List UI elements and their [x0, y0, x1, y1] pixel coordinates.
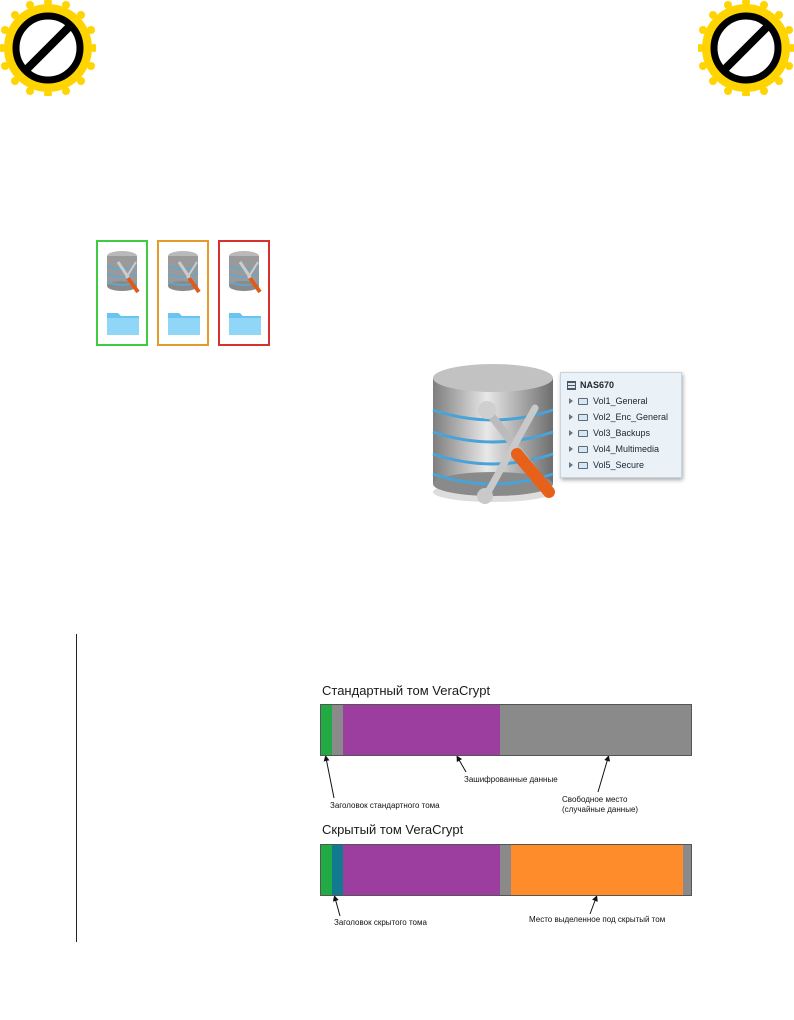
- free-space-label: Свободное место (случайные данные): [562, 795, 638, 815]
- standard-header-segment: [321, 845, 332, 895]
- free-space-segment: [500, 845, 511, 895]
- disclosure-triangle-icon[interactable]: [569, 430, 573, 436]
- hidden-volume-bar: [320, 844, 692, 896]
- free-space-label-line1: Свободное место: [562, 795, 628, 804]
- folder-icon: [168, 313, 200, 335]
- volume-label: Vol2_Enc_General: [593, 412, 669, 422]
- standard-arrows: [323, 756, 611, 799]
- hidden-volume-space-segment: [511, 845, 683, 895]
- database-tools-icon: [167, 251, 201, 294]
- disclosure-triangle-icon[interactable]: [569, 446, 573, 452]
- volume-item[interactable]: Vol4_Multimedia: [569, 443, 659, 455]
- folder-icon: [229, 313, 261, 335]
- free-space-tail-segment: [683, 845, 691, 895]
- volume-label: Vol1_General: [593, 396, 648, 406]
- standard-header-segment: [321, 705, 332, 755]
- disclosure-triangle-icon[interactable]: [569, 414, 573, 420]
- nas-header[interactable]: NAS670: [567, 379, 614, 391]
- no-sign-badge-icon: [698, 0, 794, 96]
- no-sign-badge-icon: [0, 0, 96, 96]
- nas-name: NAS670: [580, 380, 615, 390]
- drive-icon: [578, 397, 588, 405]
- volume-item[interactable]: Vol3_Backups: [569, 427, 650, 439]
- standard-volume-bar: [320, 704, 692, 756]
- arrow: [332, 896, 341, 917]
- disclosure-triangle-icon[interactable]: [569, 398, 573, 404]
- free-space-label-line2: (случайные данные): [562, 805, 639, 814]
- drive-tile-green[interactable]: [96, 240, 148, 346]
- drive-icon: [578, 461, 588, 469]
- database-tools-icon: [228, 251, 262, 294]
- arrow: [456, 756, 467, 773]
- volume-label: Vol3_Backups: [593, 428, 651, 438]
- drive-tile-red[interactable]: [218, 240, 270, 346]
- gap-segment: [332, 705, 343, 755]
- volume-item[interactable]: Vol5_Secure: [569, 459, 644, 471]
- hidden-header-label: Заголовок скрытого тома: [334, 918, 427, 927]
- volume-label: Vol4_Multimedia: [593, 444, 660, 454]
- volume-item[interactable]: Vol2_Enc_General: [569, 411, 668, 423]
- standard-volume-title: Стандартный том VeraCrypt: [322, 683, 491, 698]
- free-space-segment: [500, 705, 691, 755]
- volume-list-panel: NAS670 Vol1_General Vol2_Enc_General Vol…: [560, 372, 682, 478]
- margin-line: [76, 634, 77, 942]
- hidden-arrows: [332, 896, 598, 917]
- encrypted-data-segment: [343, 845, 500, 895]
- volume-label: Vol5_Secure: [593, 460, 645, 470]
- encrypted-data-label: Зашифрованные данные: [464, 775, 558, 784]
- server-icon: [567, 380, 576, 390]
- volume-item[interactable]: Vol1_General: [569, 395, 648, 407]
- folder-icon: [107, 313, 139, 335]
- arrow: [323, 756, 335, 799]
- arrow: [597, 756, 611, 793]
- standard-header-label: Заголовок стандартного тома: [330, 801, 440, 810]
- drive-icon: [578, 413, 588, 421]
- hidden-space-label: Место выделенное под скрытый том: [529, 915, 666, 924]
- hidden-header-segment: [332, 845, 343, 895]
- database-tools-icon: [106, 251, 140, 294]
- arrow: [589, 896, 598, 915]
- drive-icon: [578, 429, 588, 437]
- disclosure-triangle-icon[interactable]: [569, 462, 573, 468]
- drive-icon: [578, 445, 588, 453]
- hidden-volume-title: Скрытый том VeraCrypt: [322, 822, 464, 837]
- encrypted-data-segment: [343, 705, 500, 755]
- database-tools-icon: [432, 364, 555, 504]
- drive-tile-orange[interactable]: [157, 240, 209, 346]
